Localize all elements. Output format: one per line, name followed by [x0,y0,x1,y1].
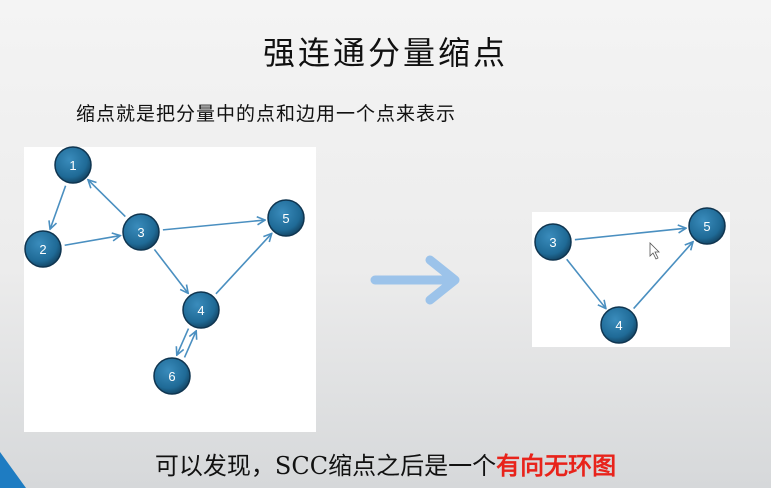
left_graph-edge-3-1 [88,180,126,218]
slide-subtitle: 缩点就是把分量中的点和边用一个点来表示 [76,103,457,125]
left_graph-node-label: 3 [137,225,144,240]
conclusion-text: 可以发现，SCC缩点之后是一个有向无环图 [0,446,771,481]
transform-arrow [370,255,460,305]
right_graph-node-3 [534,223,572,261]
conclusion-highlight: 有向无环图 [496,451,617,480]
left_graph-node-label: 6 [168,369,175,384]
left_graph-node-4 [182,291,220,329]
left_graph-node-6 [153,357,191,395]
right_graph-node-5 [688,207,726,245]
left_graph-node-5 [267,199,305,237]
slide-title: 强连通分量缩点 [262,34,508,72]
right_graph-edge-4-5 [633,242,693,310]
right_graph-node-4 [600,306,638,344]
right_graph-node-label: 5 [703,219,710,234]
left_graph-node-label: 1 [69,158,76,173]
left_graph-edge-6-4 [183,331,197,358]
left_graph-node-label: 5 [282,211,289,226]
mouse-cursor-icon [649,242,660,260]
left_graph-node-2 [24,230,62,268]
left_graph-node-label: 4 [197,303,204,318]
left_graph-node-label: 2 [39,242,46,257]
right_graph-edge-3-4 [566,258,606,308]
left_graph-edge-4-6 [177,328,190,356]
left_graph-node-3 [122,213,160,251]
left_graph-edge-3-4 [153,248,188,293]
conclusion-main: 可以发现，SCC缩点之后是一个 [154,452,497,480]
left_graph-edge-2-3 [64,236,121,247]
left_graph-edge-1-2 [50,185,67,230]
right_graph-node-label: 3 [549,235,556,250]
right_graph-edge-3-5 [574,228,686,241]
slide-corner-decoration [0,452,26,488]
right_graph-node-label: 4 [615,318,622,333]
left_graph-edge-3-5 [162,220,265,231]
left_graph-node-1 [54,146,92,184]
left_graph-edge-4-5 [215,233,272,295]
